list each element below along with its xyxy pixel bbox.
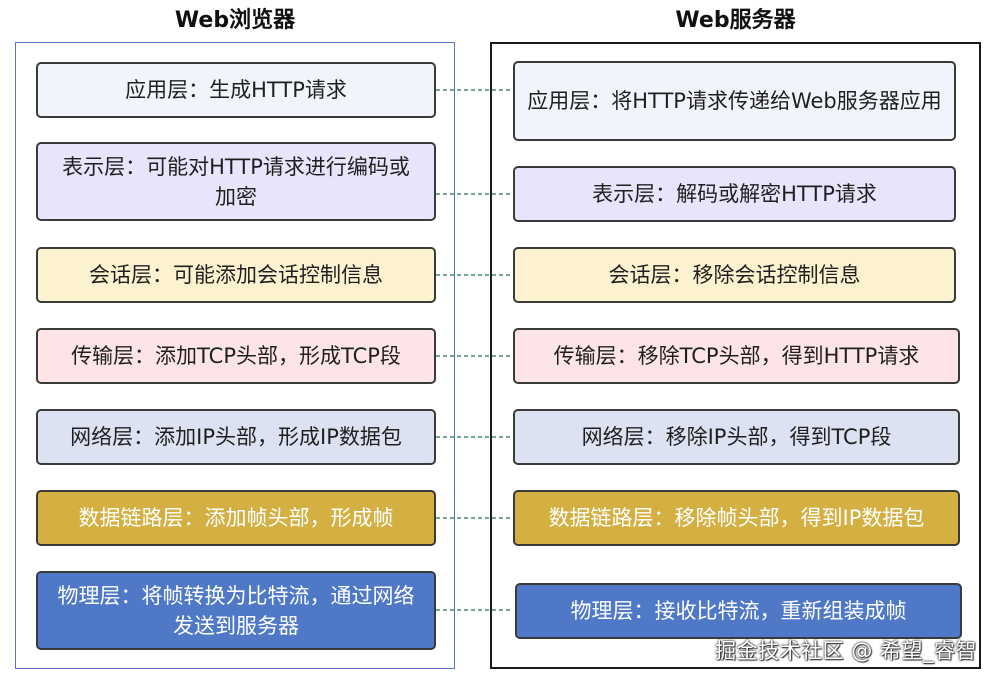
server-title: Web服务器	[675, 8, 796, 33]
server-application-layer: 应用层：将HTTP请求传递给Web服务器应用	[513, 61, 956, 141]
browser-datalink-layer: 数据链路层：添加帧头部，形成帧	[36, 490, 436, 546]
server-network-layer: 网络层：移除IP头部，得到TCP段	[513, 409, 960, 465]
server-transport-layer: 传输层：移除TCP头部，得到HTTP请求	[513, 328, 960, 384]
server-presentation-layer: 表示层：解码或解密HTTP请求	[513, 166, 956, 222]
browser-physical-layer: 物理层：将帧转换为比特流，通过网络发送到服务器	[36, 571, 436, 650]
browser-application-layer: 应用层：生成HTTP请求	[36, 62, 436, 118]
server-datalink-layer: 数据链路层：移除帧头部，得到IP数据包	[513, 490, 960, 546]
browser-presentation-layer: 表示层：可能对HTTP请求进行编码或加密	[36, 142, 436, 221]
browser-session-layer: 会话层：可能添加会话控制信息	[36, 247, 436, 303]
browser-title: Web浏览器	[174, 8, 296, 33]
browser-network-layer: 网络层：添加IP头部，形成IP数据包	[36, 409, 436, 465]
server-physical-layer: 物理层：接收比特流，重新组装成帧	[515, 583, 962, 639]
watermark: 掘金技术社区 @ 希望_睿智	[715, 639, 977, 663]
server-session-layer: 会话层：移除会话控制信息	[513, 247, 956, 303]
browser-transport-layer: 传输层：添加TCP头部，形成TCP段	[36, 328, 436, 384]
